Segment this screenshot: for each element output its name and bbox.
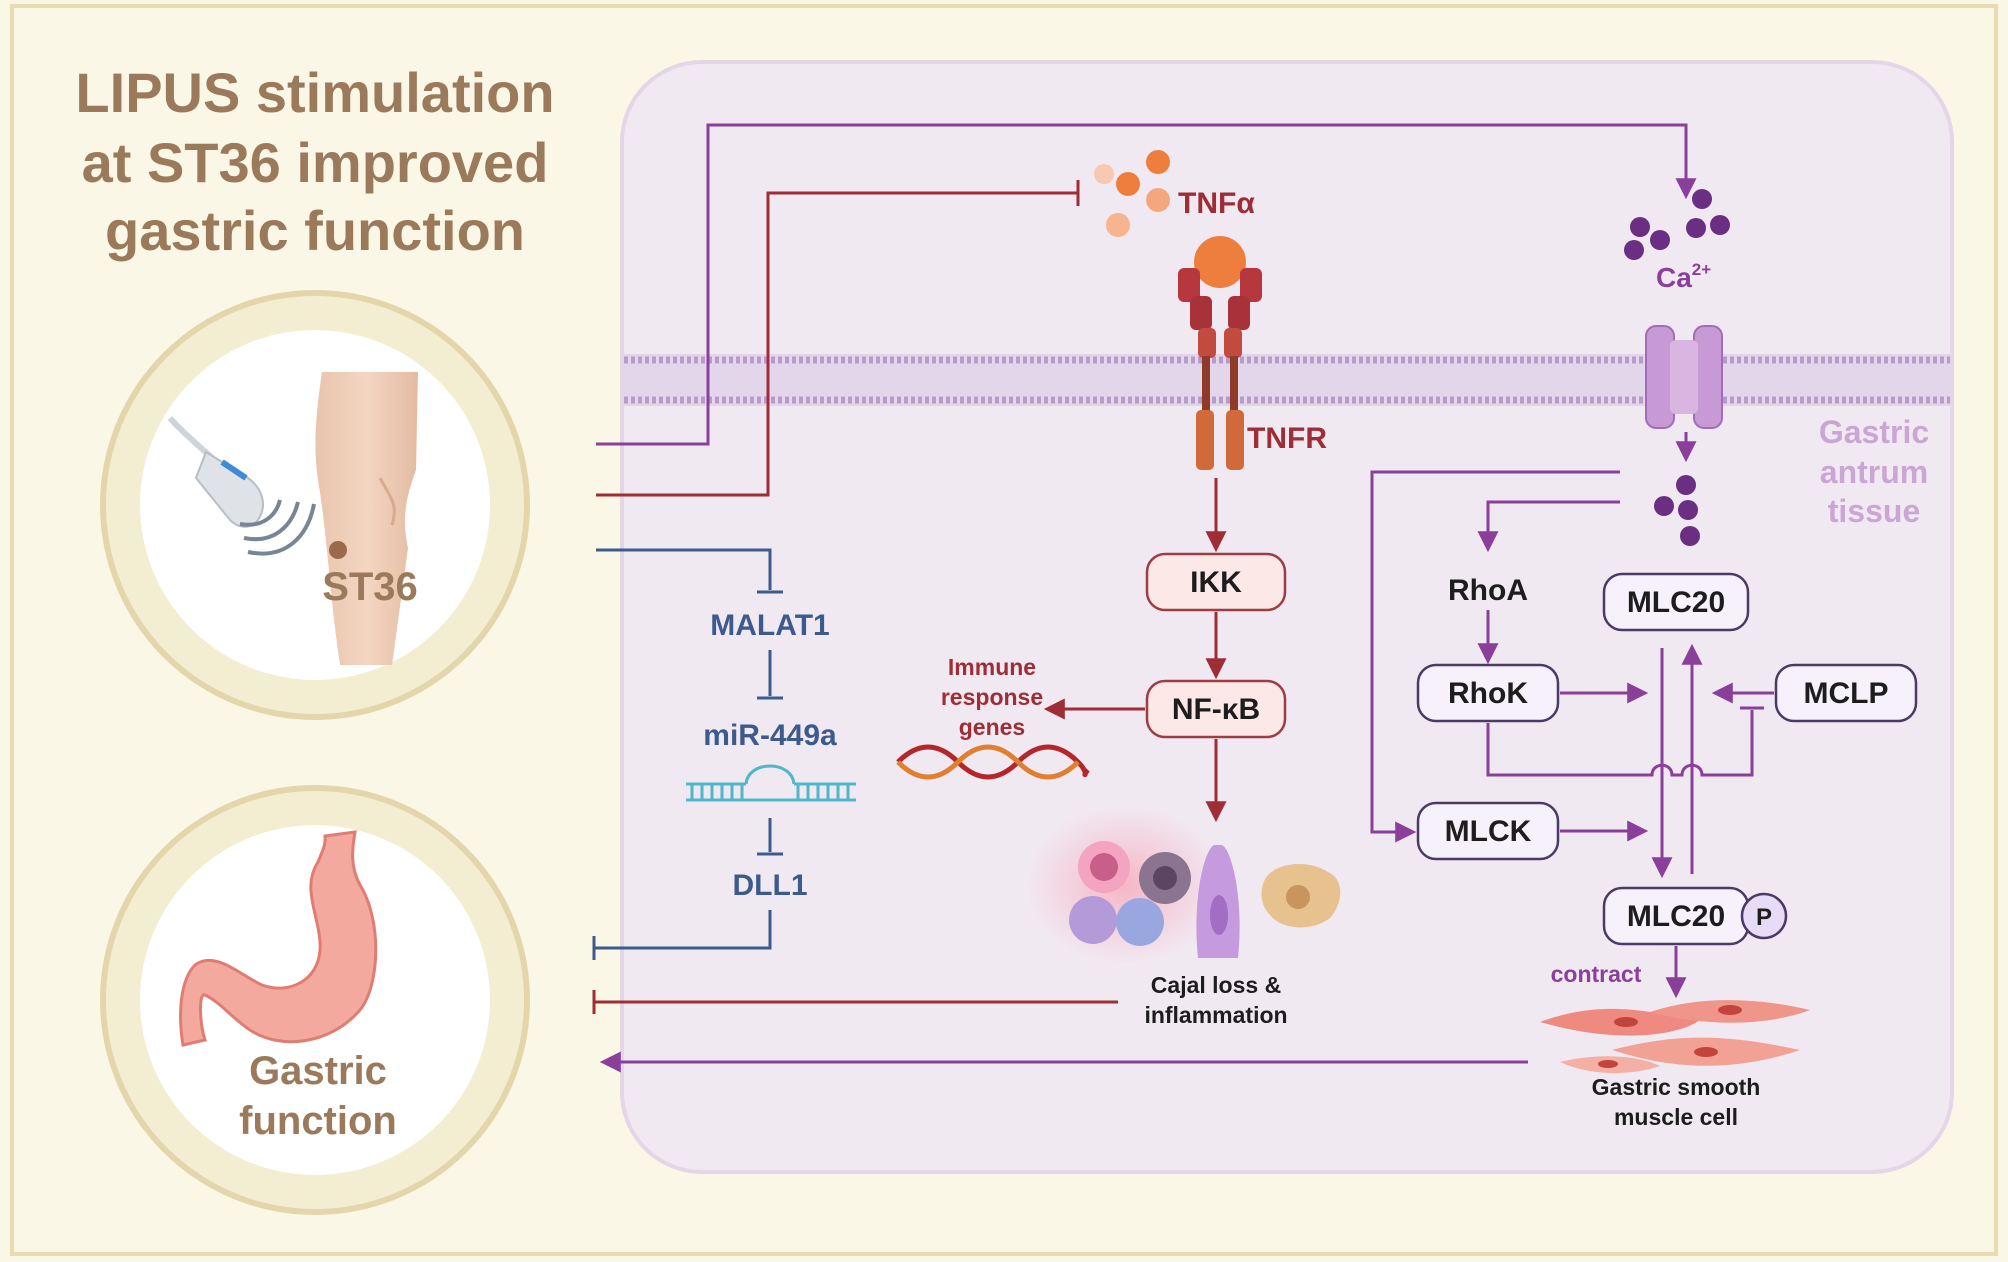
title-line-2: at ST36 improved: [82, 131, 549, 194]
figure-title: LIPUS stimulation at ST36 improved gastr…: [75, 61, 554, 262]
tissue-label-3: tissue: [1828, 493, 1920, 529]
calcium-ions-top: [1624, 189, 1730, 260]
cajal-label: Cajal loss & inflammation: [1144, 972, 1287, 1028]
rhok-node: [1416, 663, 1560, 723]
mirna-hairpin-icon: [686, 764, 856, 802]
mlc20-label: MLC20: [1627, 586, 1725, 619]
calcium-channel-icon: [1645, 325, 1723, 429]
contract-label: contract: [1551, 961, 1642, 987]
ikk-node: [1145, 552, 1287, 612]
malat1-label: MALAT1: [710, 609, 829, 642]
svg-text:muscle cell: muscle cell: [1614, 1104, 1738, 1130]
inflammatory-cells-icon: [1025, 805, 1341, 965]
st36-point: [329, 541, 347, 559]
dll1-label: DLL1: [733, 869, 808, 902]
phospho-badge: [1740, 892, 1788, 940]
rhok-label: RhoK: [1448, 677, 1528, 710]
inhibit-dll1-gastric-function: [594, 910, 772, 950]
rhoa-label: RhoA: [1448, 574, 1528, 607]
tnfa-label: TNFα: [1178, 187, 1255, 220]
title-line-1: LIPUS stimulation: [75, 61, 554, 124]
mlck-node: [1416, 801, 1560, 861]
tnfr-receptor-icon: [1178, 236, 1262, 470]
inhibit-stimulation-tnfa: [596, 191, 1078, 497]
calcium-label: Ca2+: [1656, 260, 1711, 293]
mir449a-label: miR-449a: [703, 719, 837, 752]
ultrasound-probe-icon: [167, 416, 316, 556]
dna-helix-icon: [896, 744, 1090, 780]
arrow-stimulation-to-calcium: [596, 123, 1697, 446]
title-line-3: gastric function: [105, 199, 525, 262]
stomach-panel: Gastric function: [100, 785, 530, 1215]
leg-illustration: [315, 372, 418, 665]
tissue-label-2: antrum: [1820, 454, 1928, 490]
stomach-label-2: function: [239, 1099, 397, 1143]
mlc20p-label: MLC20: [1627, 900, 1725, 933]
st36-label: ST36: [322, 565, 418, 609]
svg-text:Cajal loss &: Cajal loss &: [1151, 972, 1281, 998]
svg-text:Gastric smooth: Gastric smooth: [1592, 1074, 1761, 1100]
nfkb-label: NF-κB: [1172, 693, 1260, 726]
tnfa-molecules: [1094, 150, 1170, 237]
tissue-label-1: Gastric: [1819, 414, 1929, 450]
ikk-label: IKK: [1190, 566, 1242, 599]
svg-text:inflammation: inflammation: [1144, 1002, 1287, 1028]
stomach-illustration: [179, 830, 378, 1047]
phospho-label: P: [1756, 904, 1772, 931]
tnfr-label: TNFR: [1247, 422, 1327, 455]
mlc20-node: [1602, 572, 1750, 632]
nfkb-node: [1145, 679, 1287, 739]
calcium-ions-inside: [1654, 475, 1700, 546]
svg-text:response: response: [941, 684, 1043, 710]
mclp-node: [1774, 663, 1918, 723]
svg-text:Immune: Immune: [948, 654, 1036, 680]
immune-genes-label: Immune response genes: [941, 654, 1043, 740]
mlck-label: MLCK: [1445, 815, 1532, 848]
smooth-muscle-cells-icon: [1540, 1000, 1810, 1074]
svg-text:genes: genes: [959, 714, 1025, 740]
cell-membrane: [624, 354, 1950, 406]
smooth-muscle-label: Gastric smooth muscle cell: [1592, 1074, 1761, 1130]
stomach-label-1: Gastric: [249, 1049, 387, 1093]
acupoint-panel: ST36: [100, 290, 530, 720]
mclp-label: MCLP: [1804, 677, 1889, 710]
